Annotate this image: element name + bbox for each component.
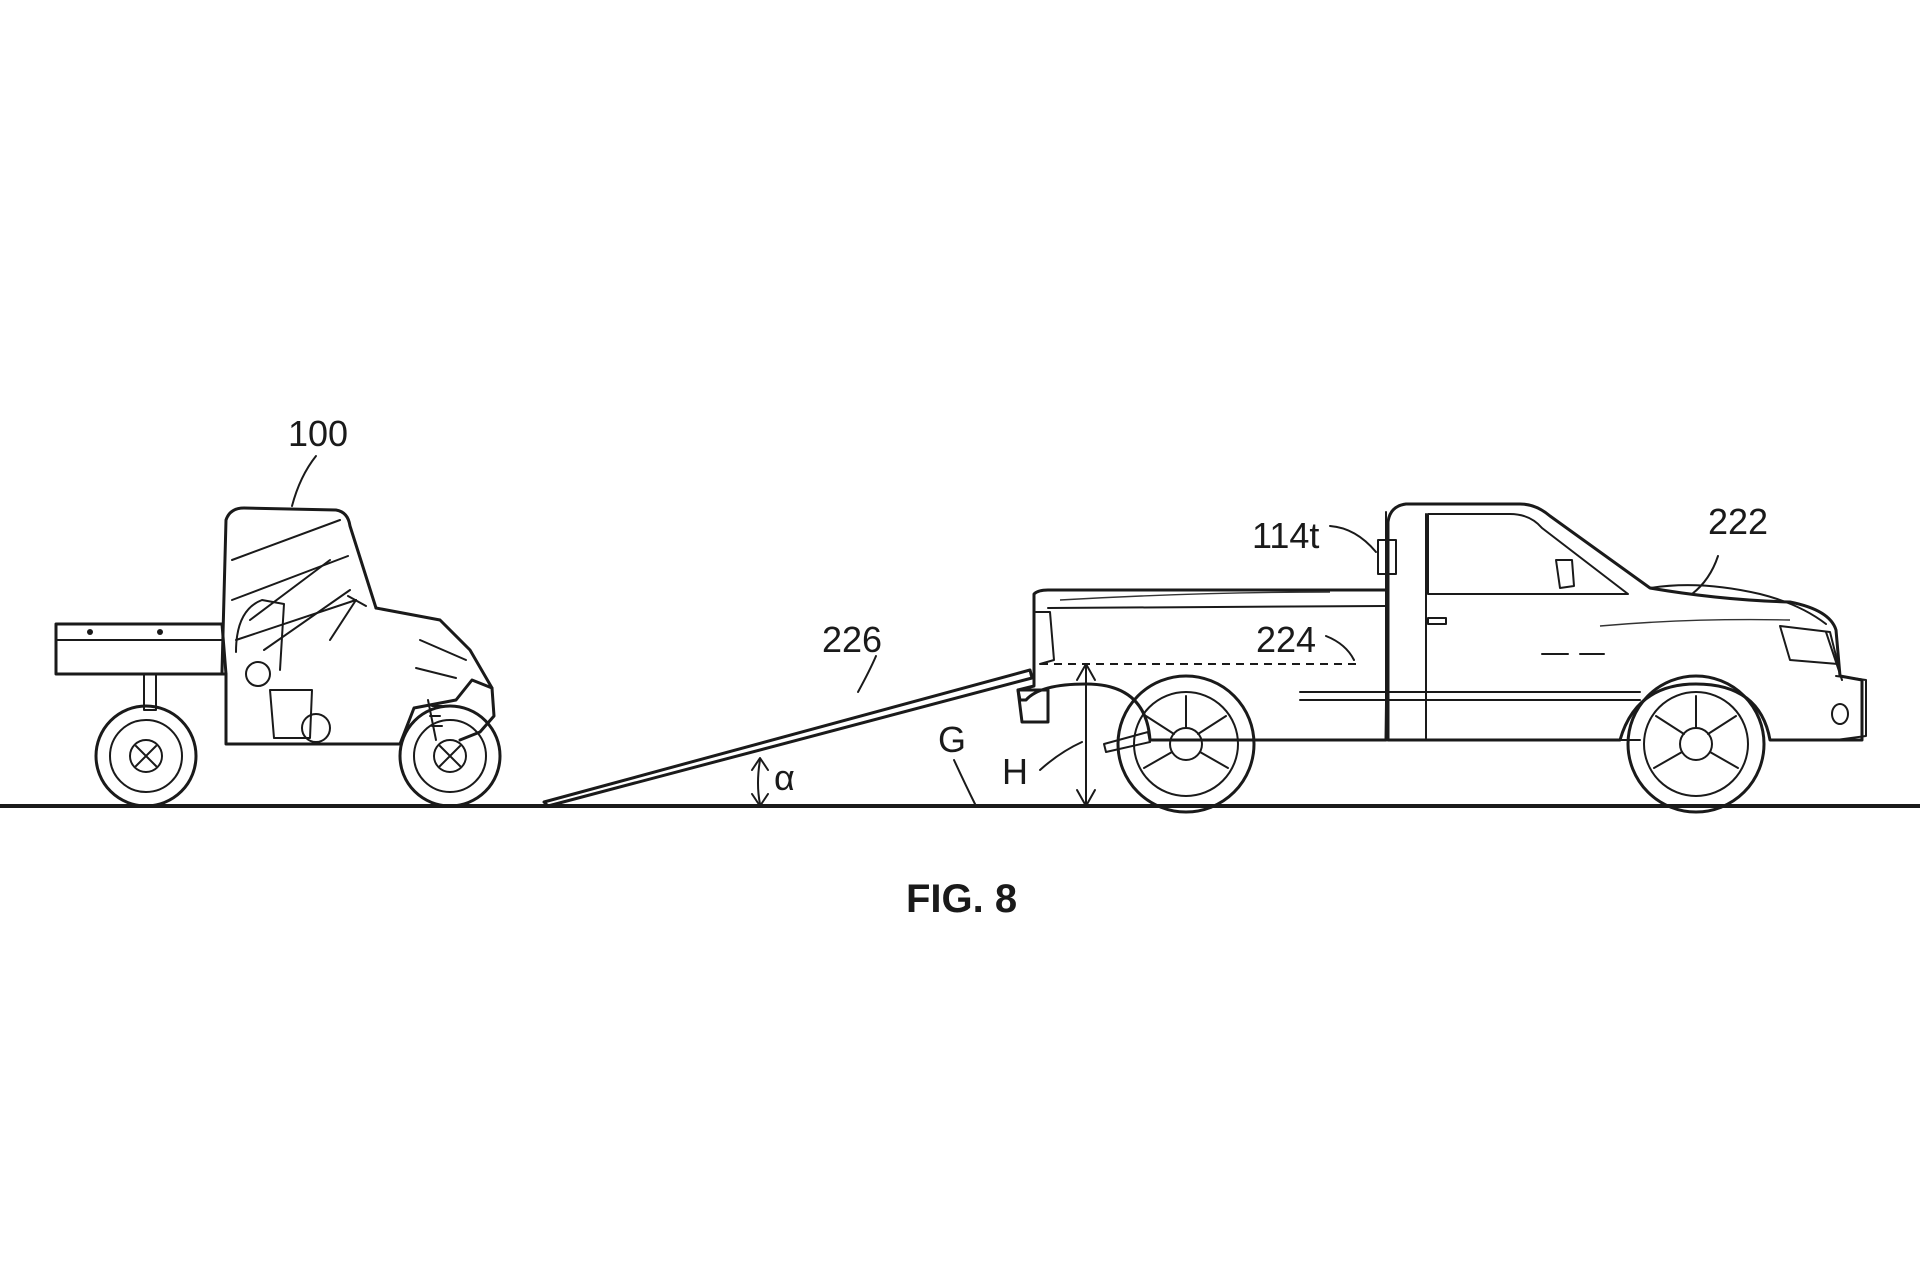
label-alpha: α bbox=[774, 757, 795, 798]
leader-100 bbox=[291, 455, 317, 507]
uv-rear-wheel bbox=[94, 704, 198, 808]
label-h: H bbox=[1002, 751, 1028, 792]
truck-rear-wheel bbox=[1116, 674, 1256, 814]
uv-front-wheel bbox=[398, 704, 502, 808]
label-226: 226 bbox=[822, 619, 882, 660]
leader-114t bbox=[1329, 525, 1377, 553]
pickup-truck bbox=[1016, 502, 1867, 814]
truck-front-wheel bbox=[1626, 674, 1766, 814]
figure-caption: FIG. 8 bbox=[906, 877, 1017, 921]
label-224: 224 bbox=[1256, 619, 1316, 660]
leader-222 bbox=[1691, 555, 1719, 595]
utility-vehicle bbox=[54, 455, 502, 808]
label-100: 100 bbox=[288, 413, 348, 454]
ramp bbox=[542, 655, 1034, 808]
label-222: 222 bbox=[1708, 501, 1768, 542]
angle-marker bbox=[751, 757, 769, 807]
leader-226 bbox=[857, 655, 877, 693]
label-g: G bbox=[938, 719, 966, 760]
leader-g bbox=[953, 759, 977, 807]
sensor-114t-box bbox=[1377, 539, 1397, 575]
leader-224 bbox=[1325, 635, 1355, 661]
label-114t: 114t bbox=[1252, 515, 1319, 556]
